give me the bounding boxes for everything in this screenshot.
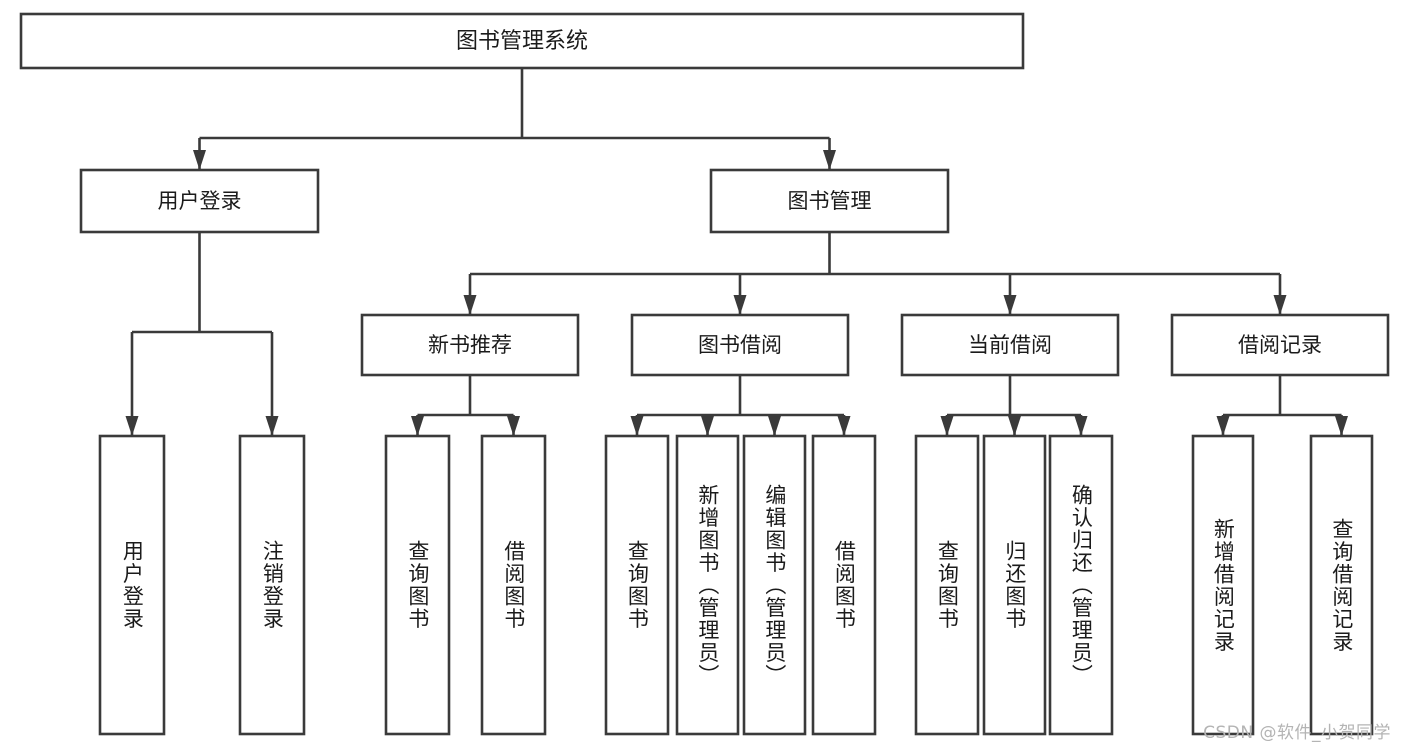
node-root: 图书管理系统 <box>19 12 1025 70</box>
arrow-head <box>940 416 954 436</box>
arrow-head <box>463 295 477 315</box>
arrow-head <box>837 416 851 436</box>
node-current-borrow: 当前借阅 <box>900 313 1120 377</box>
node-label-borrow-record: 借阅记录 <box>1238 333 1322 357</box>
arrow-head <box>193 150 206 170</box>
node-leaf-recommend-query-book <box>384 434 451 736</box>
arrow-head <box>1008 416 1021 436</box>
node-leaf-borrow-query-book <box>604 434 670 736</box>
arrow-head <box>265 416 279 436</box>
connector-layer <box>125 68 1348 436</box>
node-box-leaf-borrow-borrow-book <box>811 434 877 736</box>
node-box-new-book-recommend <box>360 313 580 377</box>
connector-group-book-management <box>463 232 1287 315</box>
node-leaf-current-confirm-return <box>1048 434 1114 736</box>
arrow-head <box>507 416 520 436</box>
arrow-head <box>733 295 747 315</box>
node-box-leaf-current-query-book <box>914 434 980 736</box>
node-leaf-record-add <box>1191 434 1255 736</box>
node-leaf-borrow-edit-book <box>742 434 807 736</box>
connector-group-new-book-recommend <box>411 375 520 436</box>
arrow-head <box>823 150 836 170</box>
node-borrow-record: 借阅记录 <box>1170 313 1390 377</box>
node-box-root <box>19 12 1025 70</box>
arrow-head <box>1335 416 1348 436</box>
node-label-current-borrow: 当前借阅 <box>968 333 1052 357</box>
node-leaf-recommend-borrow-book <box>480 434 547 736</box>
arrow-head <box>1216 416 1230 436</box>
node-new-book-recommend: 新书推荐 <box>360 313 580 377</box>
connector-group-borrow-record <box>1216 375 1348 436</box>
node-leaf-borrow-add-book <box>675 434 740 736</box>
arrow-head <box>125 416 139 436</box>
node-box-leaf-user-login <box>98 434 166 736</box>
node-box-leaf-borrow-query-book <box>604 434 670 736</box>
node-label-new-book-recommend: 新书推荐 <box>428 333 512 357</box>
arrow-head <box>701 416 714 436</box>
node-leaf-record-query <box>1309 434 1374 736</box>
node-box-leaf-record-add <box>1191 434 1255 736</box>
node-box-book-borrow <box>630 313 850 377</box>
arrow-head <box>768 416 781 436</box>
node-box-leaf-current-confirm-return <box>1048 434 1114 736</box>
connector-group-user-login <box>125 232 279 436</box>
arrow-head <box>411 416 424 436</box>
node-box-leaf-current-return-book <box>982 434 1047 736</box>
node-label-user-login: 用户登录 <box>158 189 242 213</box>
watermark: CSDN @软件_小贺同学 <box>1203 723 1391 743</box>
connector-group-root <box>193 68 836 170</box>
node-leaf-user-logout <box>238 434 306 736</box>
node-user-login: 用户登录 <box>79 168 320 234</box>
node-box-leaf-borrow-edit-book <box>742 434 807 736</box>
node-leaf-user-login <box>98 434 166 736</box>
node-label-book-management: 图书管理 <box>788 189 872 213</box>
node-box-book-management <box>709 168 950 234</box>
node-box-leaf-recommend-borrow-book <box>480 434 547 736</box>
node-box-leaf-user-logout <box>238 434 306 736</box>
node-box-leaf-borrow-add-book <box>675 434 740 736</box>
node-label-root: 图书管理系统 <box>456 29 588 54</box>
arrow-head <box>630 416 644 436</box>
arrow-head <box>1074 416 1088 436</box>
connector-group-book-borrow <box>630 375 851 436</box>
node-book-borrow: 图书借阅 <box>630 313 850 377</box>
node-box-leaf-recommend-query-book <box>384 434 451 736</box>
arrow-head <box>1273 295 1287 315</box>
connector-group-current-borrow <box>940 375 1088 436</box>
node-leaf-current-return-book <box>982 434 1047 736</box>
node-box-borrow-record <box>1170 313 1390 377</box>
node-box-current-borrow <box>900 313 1120 377</box>
node-box-user-login <box>79 168 320 234</box>
node-book-management: 图书管理 <box>709 168 950 234</box>
node-box-leaf-record-query <box>1309 434 1374 736</box>
node-leaf-borrow-borrow-book <box>811 434 877 736</box>
node-label-book-borrow: 图书借阅 <box>698 333 782 357</box>
node-leaf-current-query-book <box>914 434 980 736</box>
arrow-head <box>1003 295 1017 315</box>
